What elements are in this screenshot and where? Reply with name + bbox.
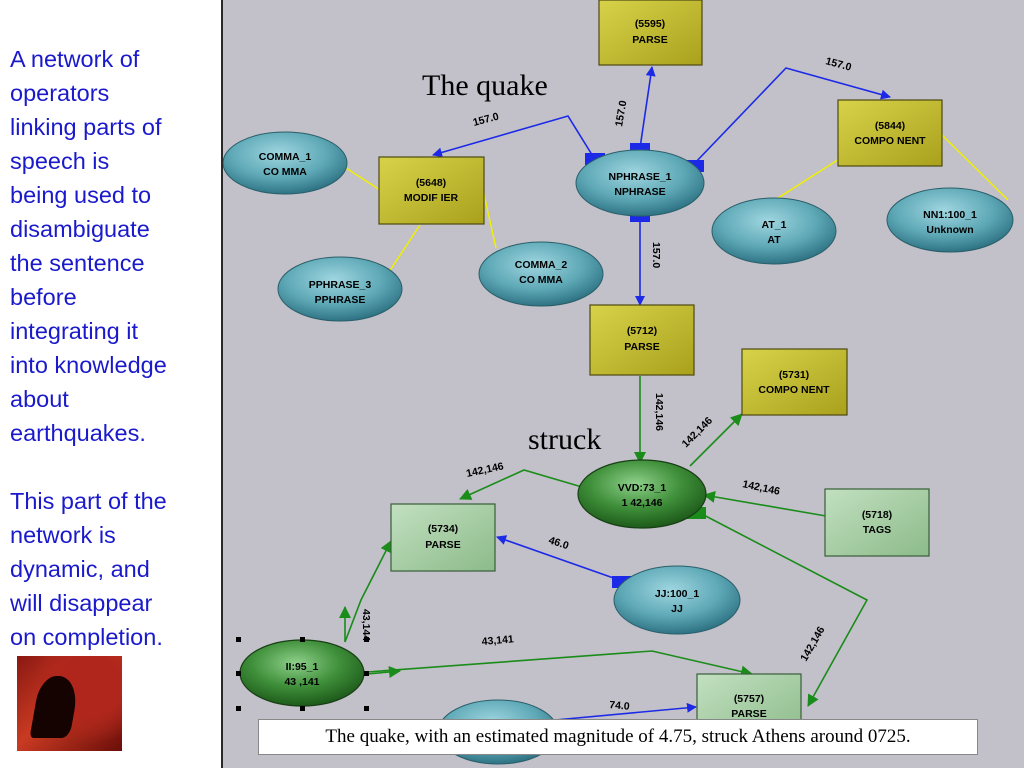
node-label: (5757) [734,693,764,705]
edge-label: 157.0 [472,110,501,128]
node-at-1[interactable]: AT_1 AT [711,197,837,265]
node-label: Unknown [926,224,973,236]
sentence-caption: The quake, with an estimated magnitude o… [258,719,978,755]
node-label: JJ [671,603,683,615]
node-label: COMMA_2 [515,259,568,271]
node-label: (5844) [875,120,905,132]
node-label: II:95_1 [286,661,319,673]
node-label: PARSE [731,708,766,720]
node-label: (5734) [428,523,458,535]
annotation-the-quake: The quake [422,69,548,102]
node-jj-100-1[interactable]: JJ:100_1 JJ [613,565,741,635]
annotation-struck: struck [528,423,601,456]
edge-label: 157.0 [613,99,629,127]
node-nn1-100-1[interactable]: NN1:100_1 Unknown [886,187,1014,253]
node-label: MODIF IER [404,192,459,204]
node-label: AT [767,234,781,246]
node-label: VVD:73_1 [618,482,667,494]
node-parse-5595[interactable]: (5595) PARSE [598,0,703,66]
node-label: PPHRASE [315,294,366,306]
node-component-5844[interactable]: (5844) COMPO NENT [837,99,943,167]
edge-label: 142,146 [680,415,715,450]
node-modifier-5648[interactable]: (5648) MODIF IER [378,156,485,225]
node-label: (5731) [779,369,809,381]
node-label: TAGS [863,524,891,536]
node-pphrase-3[interactable]: PPHRASE_3 PPHRASE [277,256,403,322]
edge-label: 157.0 [824,55,853,73]
node-component-5731[interactable]: (5731) COMPO NENT [741,348,848,416]
network-canvas: 157.0 157.0 157.0 157.0 142,146 142,146 … [223,0,1024,768]
node-label: PARSE [425,539,460,551]
node-label: JJ:100_1 [655,588,700,600]
node-label: 1 42,146 [622,497,663,509]
node-label: CO MMA [263,166,307,178]
edge-label: 43,141 [481,633,514,648]
node-parse-5712[interactable]: (5712) PARSE [589,304,695,376]
node-label: COMPO NENT [854,135,926,147]
node-ii-95-1[interactable]: II:95_1 43 ,141 [239,639,365,707]
node-label: NN1:100_1 [923,209,977,221]
node-label: PPHRASE_3 [309,279,372,291]
node-label: COMMA_1 [259,151,312,163]
node-label: (5718) [862,509,892,521]
edge-label: 74.0 [609,699,631,713]
node-vvd-73-1[interactable]: VVD:73_1 1 42,146 [577,459,707,529]
node-tags-5718[interactable]: (5718) TAGS [824,488,930,557]
node-label: COMPO NENT [758,384,830,396]
node-parse-5734[interactable]: (5734) PARSE [390,503,496,572]
network-diagram: 157.0 157.0 157.0 157.0 142,146 142,146 … [223,0,1014,765]
edge-label: 157.0 [650,242,662,268]
edge-label: 142,146 [465,460,505,480]
node-comma-1[interactable]: COMMA_1 CO MMA [223,131,348,195]
panel-divider [221,0,223,768]
node-label: NPHRASE [614,186,665,198]
node-label: 43 ,141 [284,676,319,688]
node-nphrase-1[interactable]: NPHRASE_1 NPHRASE [575,149,705,217]
node-comma-2[interactable]: COMMA_2 CO MMA [478,241,604,307]
node-label: NPHRASE_1 [608,171,671,183]
edge-label: 46.0 [547,534,570,552]
node-label: (5648) [416,177,446,189]
node-label: (5712) [627,325,657,337]
edge-label: 142,146 [653,393,665,431]
node-label: PARSE [632,34,667,46]
node-label: CO MMA [519,274,563,286]
edge-label: 43,144 [360,609,372,641]
node-label: AT_1 [762,219,787,231]
node-label: (5595) [635,18,665,30]
left-panel: A network of operators linking parts of … [0,0,221,768]
selection-handles[interactable] [236,637,369,711]
edge-label: 142,146 [741,478,781,498]
blue-edges [432,66,891,721]
horsehead-nebula-thumbnail [17,656,122,751]
node-label: PARSE [624,341,659,353]
green-edges [339,376,869,707]
edge-label: 142,146 [798,624,827,663]
description-text: A network of operators linking parts of … [10,46,167,650]
